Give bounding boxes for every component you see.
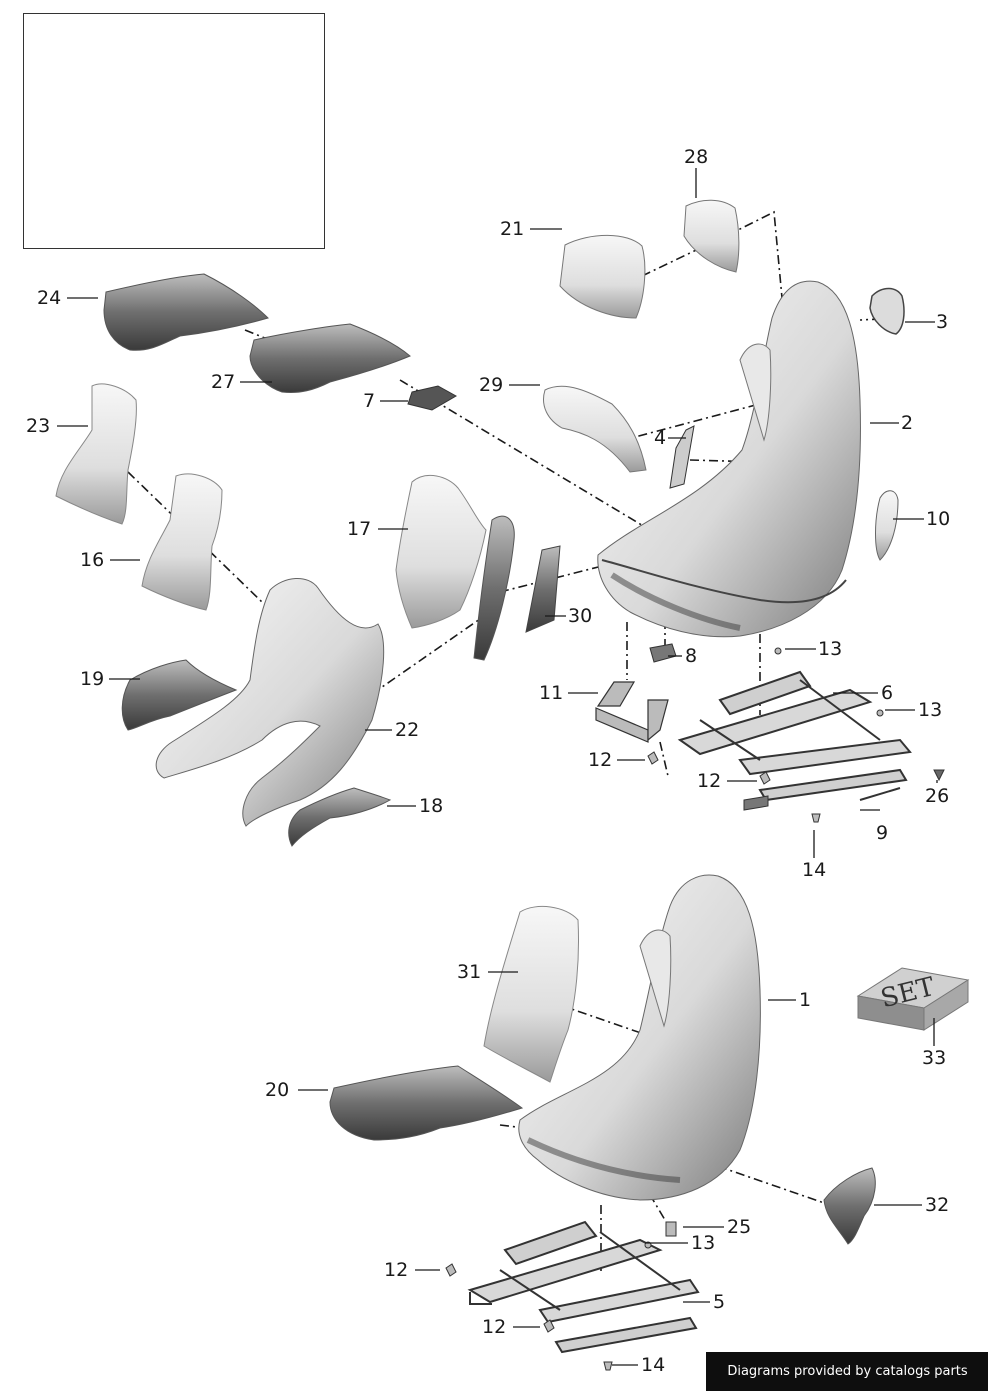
callout-24[interactable]: 24 [37,287,62,309]
callout-18[interactable]: 18 [419,795,444,817]
callout-33[interactable]: 33 [922,1047,947,1069]
callout-20[interactable]: 20 [265,1079,290,1101]
credit-banner: Diagrams provided by catalogs parts [706,1352,988,1391]
bracket-8[interactable] [649,643,677,663]
seat-complete-1[interactable] [518,874,761,1201]
callout-5[interactable]: 5 [713,1291,726,1313]
callout-21[interactable]: 21 [500,218,525,240]
insert-4[interactable] [669,425,695,489]
side-trim-29[interactable] [543,385,647,473]
seat-rail-6[interactable] [677,670,912,802]
callout-13b[interactable]: 13 [918,699,943,721]
callout-13c[interactable]: 13 [691,1232,716,1254]
callout-17[interactable]: 17 [347,518,372,540]
side-panel-10[interactable] [875,490,899,561]
callout-6[interactable]: 6 [881,682,894,704]
callout-25[interactable]: 25 [727,1216,752,1238]
bracket-7[interactable] [407,385,458,411]
callout-1[interactable]: 1 [799,989,812,1011]
callout-12a[interactable]: 12 [588,749,613,771]
headrest-cover-28[interactable] [683,199,740,273]
side-pad-16[interactable] [141,473,223,611]
seat-cushion-20[interactable] [329,1065,524,1141]
side-pad-23[interactable] [55,383,137,525]
callout-12d[interactable]: 12 [482,1316,507,1338]
seat-cushion-24[interactable] [103,273,269,351]
seat-rail-5[interactable] [467,1220,700,1354]
fastener-parts [647,647,945,823]
callout-3[interactable]: 3 [936,311,949,333]
seat-shell-2[interactable] [597,280,861,638]
pad-30[interactable] [525,545,561,633]
headrest-cover-21[interactable] [559,234,646,319]
callout-27[interactable]: 27 [211,371,236,393]
callout-12b[interactable]: 12 [697,770,722,792]
trim-19[interactable] [121,659,238,731]
callout-32[interactable]: 32 [925,1194,950,1216]
back-panel-17[interactable] [395,474,487,629]
callout-16[interactable]: 16 [80,549,105,571]
callout-30[interactable]: 30 [568,605,593,627]
callout-7[interactable]: 7 [363,390,376,412]
trim-18[interactable] [288,787,392,847]
callout-12c[interactable]: 12 [384,1259,409,1281]
callout-2[interactable]: 2 [901,412,914,434]
callout-4[interactable]: 4 [654,427,667,449]
callout-14a[interactable]: 14 [802,859,827,881]
belt-guide-3[interactable] [869,287,905,335]
bracket-11[interactable] [595,681,669,743]
back-panel-17-edge [473,515,515,661]
callout-23[interactable]: 23 [26,415,51,437]
callout-22[interactable]: 22 [395,719,420,741]
seat-cushion-27[interactable] [249,323,411,393]
callout-26[interactable]: 26 [925,785,950,807]
callout-10[interactable]: 10 [926,508,951,530]
callout-29[interactable]: 29 [479,374,504,396]
callout-31[interactable]: 31 [457,961,482,983]
vehicle-thumbnail-frame [23,13,325,249]
back-pad-31[interactable] [483,906,580,1083]
set-box-33[interactable]: SET [856,967,970,1031]
callout-11[interactable]: 11 [539,682,564,704]
callout-13a[interactable]: 13 [818,638,843,660]
callout-9[interactable]: 9 [876,822,889,844]
callout-ticks [57,168,938,1366]
callout-19[interactable]: 19 [80,668,105,690]
callout-14b[interactable]: 14 [641,1354,666,1376]
callout-28[interactable]: 28 [684,146,709,168]
side-cover-22[interactable] [155,578,385,827]
callout-8[interactable]: 8 [685,645,698,667]
trim-32[interactable] [823,1167,876,1245]
